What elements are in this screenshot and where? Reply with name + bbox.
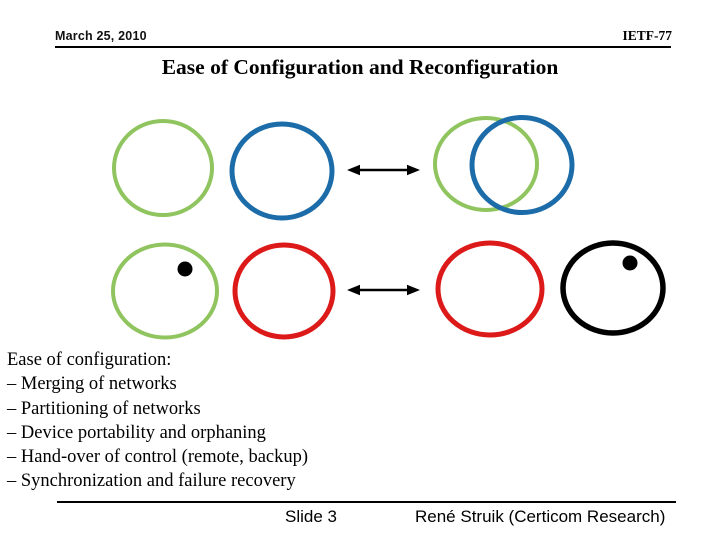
device-dot-black-network — [622, 255, 638, 271]
merge-arrow — [347, 164, 420, 176]
circle-black-network-device — [560, 240, 666, 336]
circle-blue-network-merged — [469, 115, 575, 215]
slide-title: Ease of Configuration and Reconfiguratio… — [161, 55, 559, 79]
body-text-block: Ease of configuration: – Merging of netw… — [7, 348, 308, 494]
circle-green-network-merged — [433, 116, 539, 212]
circle-green-network-left — [112, 119, 214, 217]
bullet-item: – Partitioning of networks — [7, 398, 201, 419]
bullet-item: – Merging of networks — [7, 374, 177, 395]
header-date: March 25, 2010 — [55, 29, 147, 43]
circle-red-network-right — [435, 240, 545, 338]
bullet-item: – Synchronization and failure recovery — [7, 471, 296, 492]
device-dot-green-network — [177, 261, 193, 277]
header-rule — [55, 46, 671, 48]
circle-blue-network-left — [229, 121, 335, 221]
footer-rule — [57, 501, 676, 503]
footer-slide-number: Slide 3 — [285, 507, 337, 526]
bullet-item: – Hand-over of control (remote, backup) — [7, 447, 309, 468]
handover-arrow — [347, 284, 420, 296]
bullet-item: – Device portability and orphaning — [7, 422, 266, 443]
header-conference-label: IETF-77 — [622, 28, 672, 43]
circle-red-network-left — [232, 242, 336, 340]
body-intro-line: Ease of configuration: — [7, 350, 172, 370]
footer-author: René Struik (Certicom Research) — [415, 507, 666, 526]
circle-green-network-device — [111, 242, 219, 340]
